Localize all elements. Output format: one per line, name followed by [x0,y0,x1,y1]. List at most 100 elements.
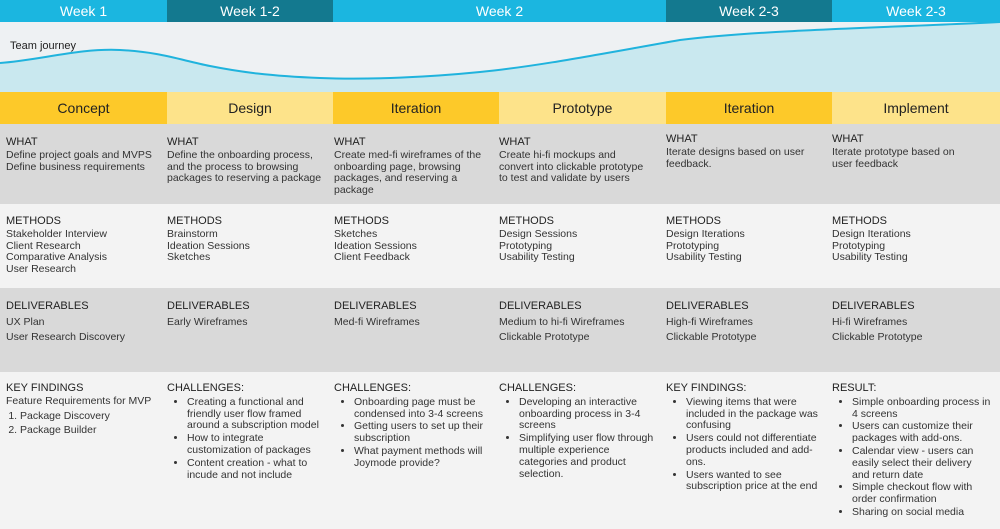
what-line: onboarding page, browsing [334,160,461,173]
what-cell-6: WHAT Iterate prototype based on user fee… [832,133,992,170]
deliverables-cell-2: DELIVERABLES Early Wireframes [167,300,327,332]
methods-heading: METHODS [832,215,887,227]
findings-list: Package Discovery Package Builder [6,410,166,438]
challenges-cell-2: CHALLENGES: Creating a functional and fr… [167,382,327,482]
methods-line: Usability Testing [832,251,908,264]
deliverables-cell-6: DELIVERABLES Hi-fi Wireframes Clickable … [832,300,992,346]
what-line: package [334,184,374,197]
team-journey-band [0,21,1000,92]
phase-iteration-2: Iteration [666,92,832,124]
challenges-list-item: Onboarding page must be condensed into 3… [354,396,494,421]
row-what [0,124,1000,204]
challenges-list-item: Simplifying user flow through multiple e… [519,432,659,480]
challenges-heading: CHALLENGES: [499,382,577,394]
what-line: packages to reserving a package [167,172,322,185]
methods-line: Stakeholder Interview [6,227,107,240]
deliverables-cell-5: DELIVERABLES High-fi Wireframes Clickabl… [666,300,826,346]
methods-line: Comparative Analysis [6,251,107,264]
methods-line: Sketches [167,251,211,264]
methods-line: Prototyping [832,239,886,252]
week-header-1: Week 1 [0,0,167,22]
challenges-list-item: Creating a functional and friendly user … [187,396,327,432]
challenges-cell-4: CHALLENGES: Developing an interactive on… [499,382,659,481]
findings-intro: Feature Requirements for MVP [6,394,152,407]
team-journey-line [0,21,1000,80]
what-line: to test and validate by users [499,172,630,185]
deliverables-cell-3: DELIVERABLES Med-fi Wireframes [334,300,494,332]
what-heading: WHAT [499,136,531,148]
team-journey-curve [0,21,1000,92]
result-heading: RESULT: [832,382,877,394]
methods-heading: METHODS [499,215,554,227]
deliverable-item: Clickable Prototype [832,330,923,343]
deliverable-item: Med-fi Wireframes [334,315,420,328]
result-list-item: Sharing on social media [852,506,992,519]
challenges-list-item: How to integrate customization of packag… [187,432,327,457]
what-heading: WHAT [666,133,698,145]
findings-heading: KEY FINDINGS [6,382,84,394]
team-journey-area [0,22,1000,92]
what-heading: WHAT [167,136,199,148]
deliverable-item: High-fi Wireframes [666,315,753,328]
challenges-list-item: Content creation - what to incude and no… [187,457,327,482]
methods-heading: METHODS [666,215,721,227]
methods-cell-2: METHODS Brainstorm Ideation Sessions Ske… [167,215,327,264]
team-journey-label: Team journey [10,40,77,52]
what-line: feedback. [666,157,712,170]
deliverables-cell-1: DELIVERABLES UX Plan User Research Disco… [6,300,166,346]
what-line: Create med-fi wireframes of the [334,148,482,161]
what-heading: WHAT [832,133,864,145]
challenges-list: Developing an interactive onboarding pro… [499,396,659,481]
what-line: Iterate designs based on user [666,145,805,158]
what-line: user feedback [832,157,898,170]
what-line: Define project goals and MVPS [6,148,152,161]
week-header-5: Week 2-3 [832,0,1000,22]
methods-cell-3: METHODS Sketches Ideation Sessions Clien… [334,215,494,264]
methods-heading: METHODS [6,215,61,227]
deliverable-item: UX Plan [6,315,45,328]
key-findings-heading: KEY FINDINGS: [666,382,747,394]
what-cell-2: WHAT Define the onboarding process, and … [167,136,327,185]
methods-cell-4: METHODS Design Sessions Prototyping Usab… [499,215,659,264]
what-heading: WHAT [6,136,38,148]
phase-concept: Concept [0,92,167,124]
deliverables-heading: DELIVERABLES [167,300,250,312]
deliverables-cell-4: DELIVERABLES Medium to hi-fi Wireframes … [499,300,659,346]
deliverable-item: Clickable Prototype [666,330,757,343]
deliverable-item: Hi-fi Wireframes [832,315,908,328]
methods-line: Sketches [334,227,378,240]
deliverable-item: Medium to hi-fi Wireframes [499,315,625,328]
methods-line: Ideation Sessions [334,239,417,252]
what-cell-1: WHAT Define project goals and MVPS Defin… [6,136,166,173]
what-line: convert into clickable prototype [499,160,644,173]
methods-line: Ideation Sessions [167,239,250,252]
methods-heading: METHODS [334,215,389,227]
deliverables-heading: DELIVERABLES [832,300,915,312]
challenges-list: Creating a functional and friendly user … [167,396,327,482]
methods-line: Design Iterations [666,227,745,240]
result-list-item: Simple onboarding process in 4 screens [852,396,992,421]
phase-iteration-1: Iteration [333,92,499,124]
methods-cell-5: METHODS Design Iterations Prototyping Us… [666,215,826,264]
methods-line: User Research [6,263,77,276]
challenges-list-item: What payment methods will Joymode provid… [354,445,494,470]
phase-prototype: Prototype [499,92,666,124]
deliverable-item: Clickable Prototype [499,330,590,343]
row-findings [0,372,1000,529]
findings-list-item: Package Builder [20,425,166,437]
findings-cell-1: KEY FINDINGS Feature Requirements for MV… [6,382,166,438]
what-line: and the process to browsing [167,160,299,173]
what-line: packages, and reserving a [334,172,458,185]
findings-list-item: Package Discovery [20,410,166,423]
methods-line: Design Iterations [832,227,911,240]
key-findings-list-item: Viewing items that were included in the … [686,396,826,432]
methods-cell-6: METHODS Design Iterations Prototyping Us… [832,215,992,264]
phase-design: Design [167,92,333,124]
what-heading: WHAT [334,136,366,148]
methods-line: Prototyping [666,239,720,252]
key-findings-list: Viewing items that were included in the … [666,396,826,493]
phase-implement: Implement [832,92,1000,124]
challenges-list-item: Developing an interactive onboarding pro… [519,396,659,432]
deliverables-heading: DELIVERABLES [6,300,89,312]
methods-cell-1: METHODS Stakeholder Interview Client Res… [6,215,166,276]
